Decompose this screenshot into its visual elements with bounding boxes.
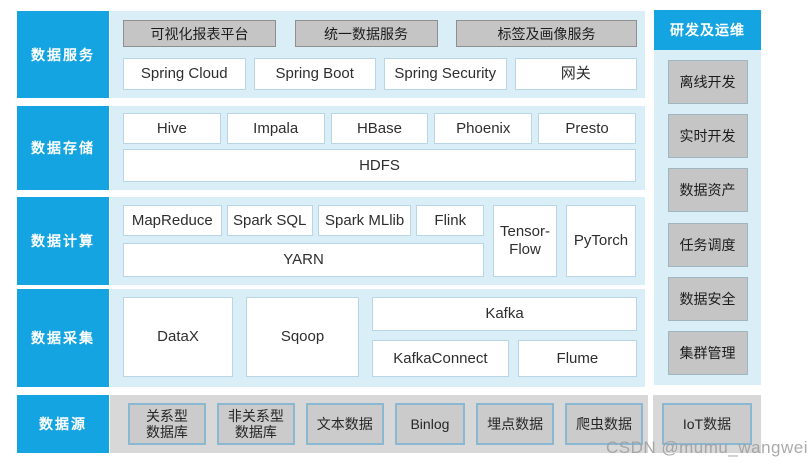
layer-label-data-service: 数据服务 <box>17 11 109 98</box>
layer-panel-iot: IoT数据 <box>653 395 761 453</box>
box-spark-sql: Spark SQL <box>226 205 313 236</box>
layer-panel-data-collection: DataX Sqoop Kafka KafkaConnect Flume <box>110 289 645 387</box>
service-tag-report-platform: 可视化报表平台 <box>123 20 276 47</box>
compute-engine-row: MapReduce Spark SQL Spark MLlib Flink <box>123 205 485 236</box>
box-spark-mllib: Spark MLlib <box>317 205 412 236</box>
layer-panel-data-compute: MapReduce Spark SQL Spark MLlib Flink YA… <box>110 197 645 285</box>
kafka-sub-row: KafkaConnect Flume <box>372 340 637 377</box>
storage-engine-row: Hive Impala HBase Phoenix Presto <box>123 113 636 144</box>
service-tag-row: 可视化报表平台 统一数据服务 标签及画像服务 <box>123 20 637 47</box>
layer-label-data-storage: 数据存储 <box>17 106 109 190</box>
box-hdfs: HDFS <box>123 149 636 182</box>
box-tensorflow: Tensor- Flow <box>493 205 557 277</box>
devops-panel: 研发及运维 离线开发 实时开发 数据资产 任务调度 数据安全 集群管理 <box>654 10 761 385</box>
box-mapreduce: MapReduce <box>123 205 222 236</box>
box-presto: Presto <box>538 113 636 144</box>
layer-panel-data-storage: Hive Impala HBase Phoenix Presto HDFS <box>110 106 645 190</box>
box-flink: Flink <box>416 205 485 236</box>
devops-panel-title: 研发及运维 <box>654 10 761 50</box>
box-kafkaconnect: KafkaConnect <box>372 340 509 377</box>
box-spring-boot: Spring Boot <box>253 58 376 90</box>
box-kafka: Kafka <box>372 297 637 331</box>
source-box-text-data: 文本数据 <box>305 403 384 445</box>
item-task-schedule: 任务调度 <box>667 222 748 267</box>
service-tag-label-portrait-service: 标签及画像服务 <box>456 20 637 47</box>
box-hive: Hive <box>123 113 221 144</box>
box-sqoop: Sqoop <box>246 297 359 377</box>
box-datax: DataX <box>123 297 233 377</box>
box-yarn: YARN <box>123 243 484 277</box>
item-data-security: 数据安全 <box>667 276 748 321</box>
box-flume: Flume <box>517 340 637 377</box>
layer-label-data-collection: 数据采集 <box>17 289 109 387</box>
service-tag-unified-data-service: 统一数据服务 <box>294 20 438 47</box>
item-data-asset: 数据资产 <box>667 168 748 213</box>
source-box-binlog: Binlog <box>394 403 466 445</box>
source-box-non-relational-db: 非关系型 数据库 <box>216 403 295 445</box>
layer-label-data-source: 数据源 <box>17 395 109 453</box>
layer-panel-data-source: 关系型 数据库 非关系型 数据库 文本数据 Binlog 埋点数据 爬虫数据 <box>110 395 648 453</box>
devops-item-list: 离线开发 实时开发 数据资产 任务调度 数据安全 集群管理 <box>654 50 761 385</box>
item-realtime-dev: 实时开发 <box>667 114 748 159</box>
box-gateway: 网关 <box>514 58 637 90</box>
layer-label-data-compute: 数据计算 <box>17 197 109 285</box>
framework-row: Spring Cloud Spring Boot Spring Security… <box>123 58 637 90</box>
item-cluster-mgmt: 集群管理 <box>667 330 748 375</box>
box-spring-security: Spring Security <box>384 58 507 90</box>
source-box-iot-data: IoT数据 <box>662 403 752 445</box>
source-box-crawler-data: 爬虫数据 <box>565 403 643 445</box>
box-phoenix: Phoenix <box>434 113 533 144</box>
source-box-relational-db: 关系型 数据库 <box>128 403 206 445</box>
layer-panel-data-service: 可视化报表平台 统一数据服务 标签及画像服务 Spring Cloud Spri… <box>110 11 645 98</box>
item-offline-dev: 离线开发 <box>667 60 748 105</box>
source-box-tracking-data: 埋点数据 <box>476 403 555 445</box>
box-impala: Impala <box>226 113 325 144</box>
box-hbase: HBase <box>330 113 429 144</box>
box-pytorch: PyTorch <box>566 205 636 277</box>
watermark-csdn: CSDN @mumu_wangwei <box>606 438 808 457</box>
box-spring-cloud: Spring Cloud <box>123 58 246 90</box>
